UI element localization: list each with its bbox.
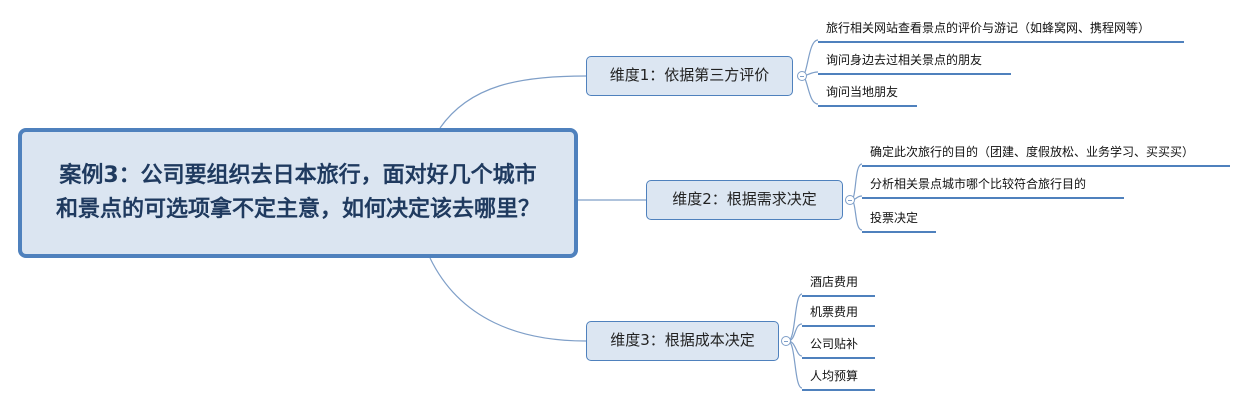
branch-1-node[interactable]: 维度1：依据第三方评价 bbox=[586, 56, 793, 96]
branch-2-leaf-2[interactable]: 分析相关景点城市哪个比较符合旅行目的 bbox=[862, 173, 1124, 199]
branch-2-leaf-3[interactable]: 投票决定 bbox=[862, 207, 936, 233]
root-topic[interactable]: 案例3：公司要组织去日本旅行，面对好几个城市和景点的可选项拿不定主意，如何决定该… bbox=[18, 128, 578, 258]
branch-3-leaf-3[interactable]: 公司贴补 bbox=[802, 333, 875, 359]
connector-root-branch3 bbox=[429, 257, 587, 342]
branch-3-node[interactable]: 维度3：根据成本决定 bbox=[586, 321, 779, 361]
branch-2-leaf-1[interactable]: 确定此次旅行的目的（团建、度假放松、业务学习、买买买） bbox=[862, 141, 1230, 167]
branch-1-label: 维度1：依据第三方评价 bbox=[609, 66, 770, 84]
leaf-label: 分析相关景点城市哪个比较符合旅行目的 bbox=[870, 177, 1087, 191]
leaf-label: 公司贴补 bbox=[810, 337, 859, 351]
collapse-toggle-icon[interactable] bbox=[797, 71, 807, 81]
branch-1-leaf-2[interactable]: 询问身边去过相关景点的朋友 bbox=[818, 49, 1011, 75]
branch-3-leaf-4[interactable]: 人均预算 bbox=[802, 365, 875, 391]
branch-3-leaf-2[interactable]: 机票费用 bbox=[802, 301, 875, 327]
leaf-label: 确定此次旅行的目的（团建、度假放松、业务学习、买买买） bbox=[870, 145, 1195, 159]
collapse-toggle-icon[interactable] bbox=[845, 195, 855, 205]
connector-b2-leaf1 bbox=[850, 163, 863, 201]
connector-b1-leaf1 bbox=[801, 39, 819, 77]
branch-1-leaf-1[interactable]: 旅行相关网站查看景点的评价与游记（如蜂窝网、携程网等） bbox=[818, 17, 1184, 43]
branch-3-leaf-1[interactable]: 酒店费用 bbox=[802, 271, 875, 297]
branch-3-label: 维度3：根据成本决定 bbox=[610, 331, 755, 349]
connector-root-branch1 bbox=[439, 75, 587, 129]
branch-1-leaf-3[interactable]: 询问当地朋友 bbox=[818, 81, 917, 107]
connector-b2-leaf3 bbox=[850, 199, 863, 231]
leaf-label: 人均预算 bbox=[810, 369, 859, 383]
leaf-label: 旅行相关网站查看景点的评价与游记（如蜂窝网、携程网等） bbox=[826, 21, 1151, 35]
leaf-label: 机票费用 bbox=[810, 305, 859, 319]
branch-2-node[interactable]: 维度2：根据需求决定 bbox=[646, 180, 843, 220]
leaf-label: 询问当地朋友 bbox=[826, 85, 899, 99]
collapse-toggle-icon[interactable] bbox=[781, 336, 791, 346]
leaf-label: 酒店费用 bbox=[810, 275, 859, 289]
root-topic-text: 案例3：公司要组织去日本旅行，面对好几个城市和景点的可选项拿不定主意，如何决定该… bbox=[55, 163, 540, 222]
leaf-label: 询问身边去过相关景点的朋友 bbox=[826, 53, 983, 67]
branch-2-label: 维度2：根据需求决定 bbox=[672, 190, 817, 208]
leaf-label: 投票决定 bbox=[870, 211, 919, 225]
